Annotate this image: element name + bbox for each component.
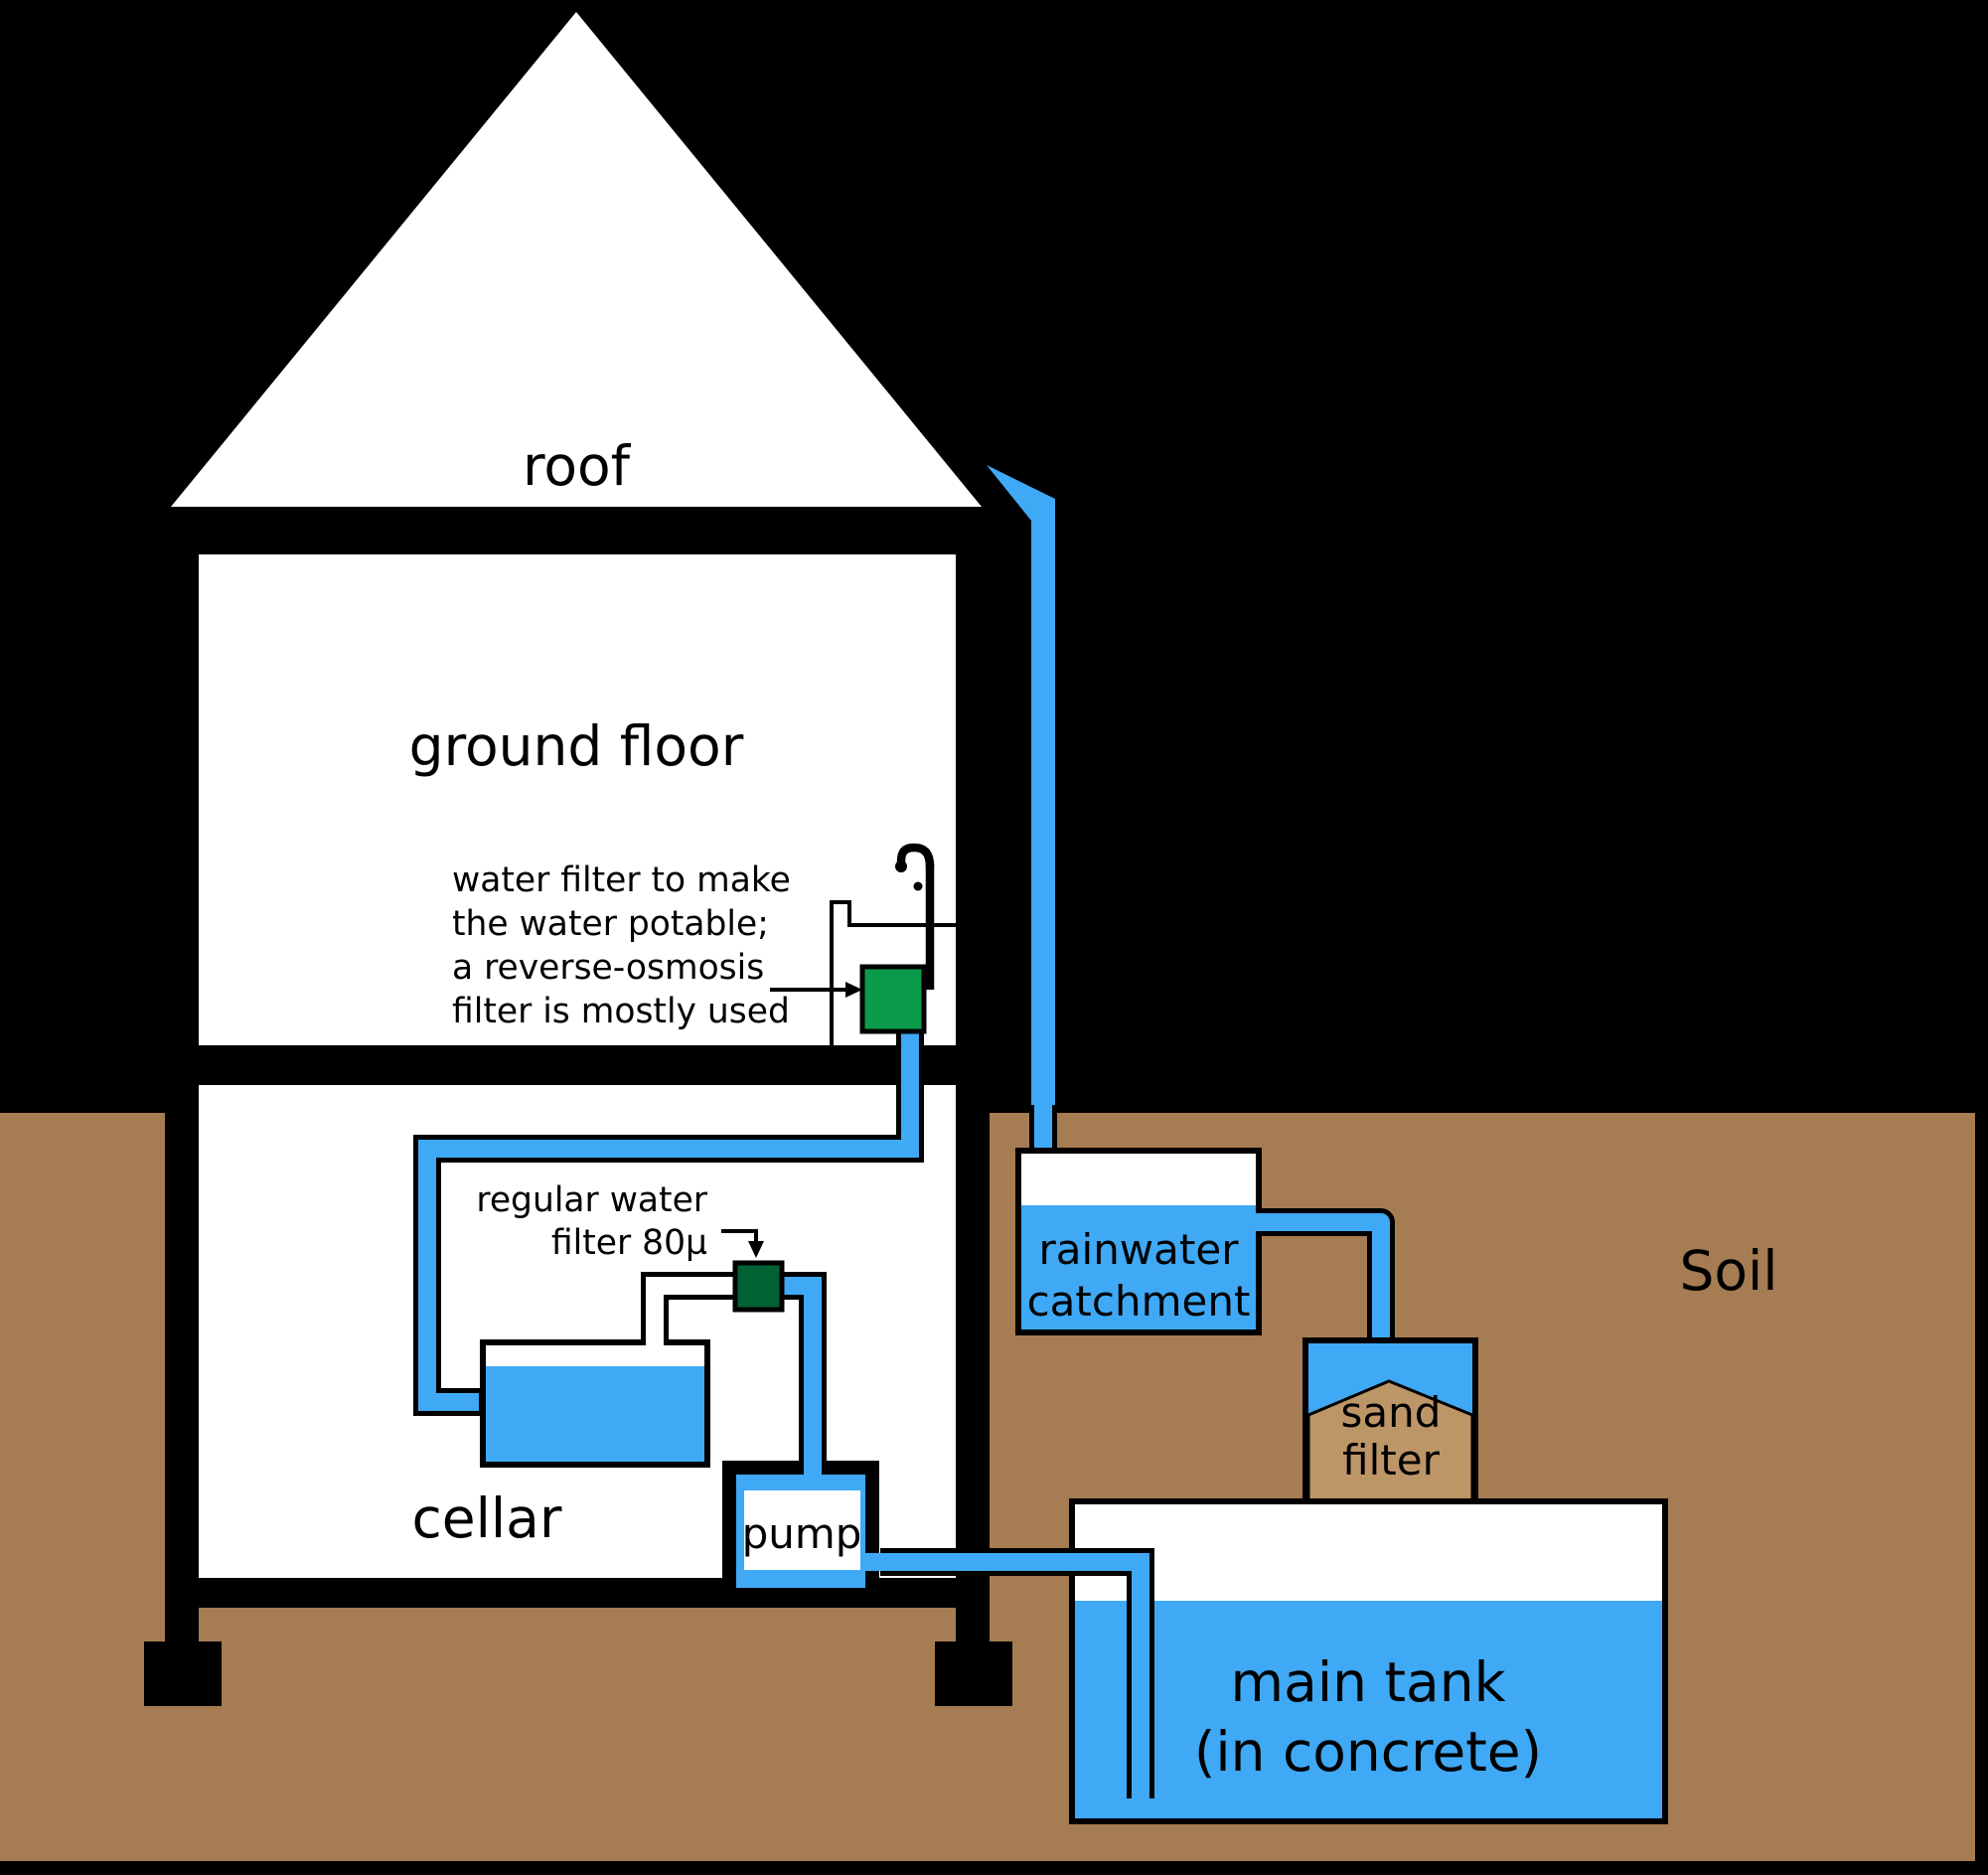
left-pillar xyxy=(165,1608,199,1641)
filter-to-pump-pipe-water xyxy=(781,1277,822,1490)
catchment-label-line1: rainwater xyxy=(1039,1225,1240,1274)
right-footing xyxy=(935,1641,1012,1706)
ro-filter-arrow-icon xyxy=(845,982,862,998)
regular-filter-note-line2: filter 80µ xyxy=(551,1223,707,1263)
fine-filter-leader-line xyxy=(721,1229,758,1242)
main-tank-air xyxy=(1075,1504,1662,1601)
cellar-tank-water xyxy=(486,1366,704,1462)
ground-floor-label: ground floor xyxy=(409,714,744,778)
ro-filter-note-line4: filter is mostly used xyxy=(452,992,790,1031)
catchment-label-line2: catchment xyxy=(1027,1277,1251,1326)
ro-filter-note-line2: the water potable; xyxy=(452,904,769,944)
tank-to-filter-pipe-empty xyxy=(646,1277,739,1353)
main-tank-label-line2: (in concrete) xyxy=(1194,1720,1542,1784)
pump-to-tank-pipe-water xyxy=(864,1553,1149,1798)
catchment-air xyxy=(1021,1154,1256,1205)
downspout-pipe xyxy=(987,465,1055,1113)
pump-label-box xyxy=(744,1490,860,1570)
sand-filter-sand xyxy=(1306,1379,1474,1503)
cellar-label: cellar xyxy=(412,1486,562,1550)
main-tank-label-line1: main tank xyxy=(1231,1650,1506,1714)
main-tank-water xyxy=(1075,1601,1662,1818)
roof-shape xyxy=(171,12,982,507)
sand-filter-label-line2: filter xyxy=(1342,1436,1440,1484)
cellar-tank-air xyxy=(486,1345,704,1366)
reverse-osmosis-filter xyxy=(859,964,927,1034)
regular-filter-note-line1: regular water xyxy=(476,1180,707,1220)
ro-supply-pipe-water xyxy=(418,1022,919,1411)
soil-label: Soil xyxy=(1679,1239,1777,1303)
ro-filter-note-line1: water filter to make xyxy=(452,860,791,900)
catchment-water xyxy=(1021,1205,1256,1329)
roof-label: roof xyxy=(523,434,632,498)
ro-filter-note-line3: a reverse-osmosis xyxy=(452,948,764,988)
fine-filter-arrow-icon xyxy=(748,1241,764,1258)
faucet-supply-line xyxy=(830,900,956,1045)
pump-label: pump xyxy=(742,1509,862,1558)
fine-filter-80u xyxy=(732,1260,785,1313)
right-pillar xyxy=(956,1608,990,1641)
sand-filter-label-line1: sand xyxy=(1341,1388,1442,1437)
catchment-to-sandfilter-water xyxy=(1254,1213,1390,1356)
left-footing xyxy=(144,1641,222,1706)
